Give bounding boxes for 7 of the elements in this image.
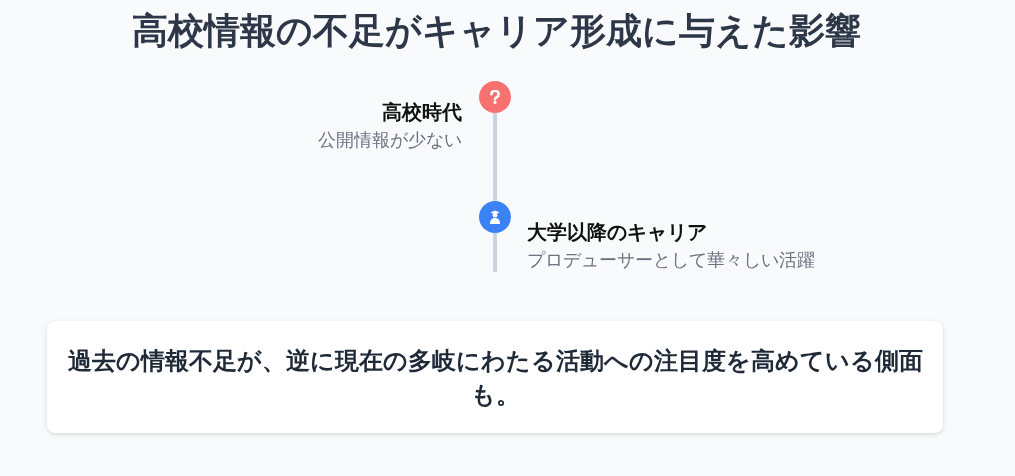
title: 高校情報の不足がキャリア形成に与えた影響 [130, 9, 862, 53]
event-description: 公開情報が少ない [318, 128, 462, 152]
event-title: 高校時代 [381, 99, 462, 126]
event-description: プロデューサーとして華々しい活躍 [527, 248, 815, 272]
timeline-line [493, 113, 497, 201]
event-title: 大学以降のキャリア [527, 219, 708, 246]
note-box: 過去の情報不足が、逆に現在の多岐にわたる活動への注目度を高めている側面も。 [47, 321, 943, 433]
